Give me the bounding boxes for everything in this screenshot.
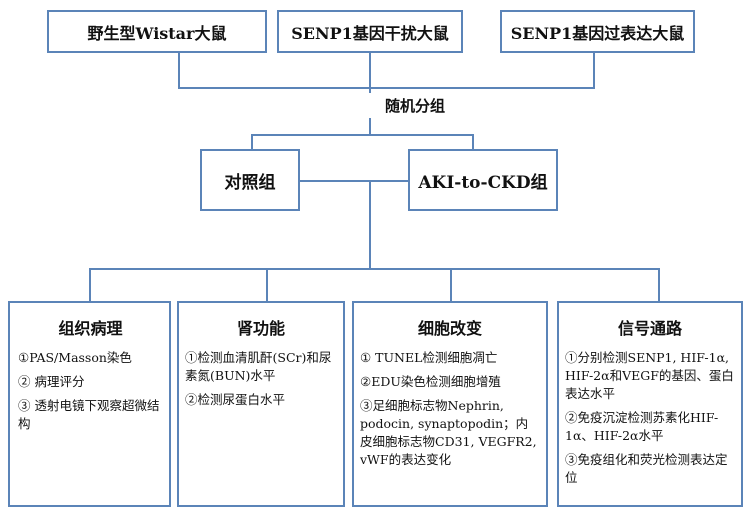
connector-label-down [369,118,371,135]
panel-signal-pathway-title: 信号通路 [617,319,682,338]
arm-aki-ckd: AKI-to-CKD组 [408,149,558,211]
panel-cell-changes: 细胞改变 ① TUNEL检测细胞凋亡 ②EDU染色检测细胞增殖 ③足细胞标志物N… [352,301,548,507]
randomize-label: 随机分组 [385,97,446,115]
connector-control-down [251,134,253,150]
connector-p4-down [658,268,660,302]
group-senp1-knockdown-label: SENP1基因干扰大鼠 [291,23,449,43]
connector-bottom-horizontal [89,268,659,270]
connector-to-label [369,87,371,93]
connector-model-down [472,134,474,150]
group-senp1-overexpression: SENP1基因过表达大鼠 [500,10,695,53]
panel-histology-item-1: ①PAS/Masson染色 [18,350,132,365]
panel-cell-changes-title: 细胞改变 [417,319,482,338]
connector-p1-down [89,268,91,302]
panel-renal-function-item-2: ②检测尿蛋白水平 [185,392,286,407]
panel-signal-pathway: 信号通路 ①分别检测SENP1, HIF-1α, HIF-2α和VEGF的基因、… [557,301,743,507]
panel-renal-function: 肾功能 ①检测血清肌酐(SCr)和尿素氮(BUN)水平 ②检测尿蛋白水平 [177,301,345,507]
panel-histology-title: 组织病理 [58,319,123,338]
panel-renal-function-title: 肾功能 [236,319,285,338]
connector-arm-horizontal [251,134,473,136]
arm-control: 对照组 [200,149,300,211]
panel-signal-pathway-item-1: ①分别检测SENP1, HIF-1α, HIF-2α和VEGF的基因、蛋白表达水… [565,350,734,401]
connector-center-down [369,181,371,269]
panel-histology-item-3: ③ 透射电镜下观察超微结构 [18,398,160,431]
group-senp1-overexpression-label: SENP1基因过表达大鼠 [510,23,685,43]
panel-signal-pathway-item-2: ②免疫沉淀检测苏素化HIF-1α、HIF-2α水平 [565,410,719,443]
connector-g2-down [369,52,371,88]
panel-cell-changes-item-2: ②EDU染色检测细胞增殖 [360,374,501,389]
panel-histology-item-2: ② 病理评分 [18,374,85,389]
panel-cell-changes-item-3: ③足细胞标志物Nephrin, podocin, synaptopodin；内皮… [360,398,537,467]
panel-renal-function-item-1: ①检测血清肌酐(SCr)和尿素氮(BUN)水平 [185,350,332,383]
connector-top-horizontal [178,87,595,89]
arm-control-label: 对照组 [224,172,276,193]
arm-aki-ckd-label: AKI-to-CKD组 [418,172,548,193]
panel-cell-changes-item-1: ① TUNEL检测细胞凋亡 [360,350,498,365]
connector-p3-down [450,268,452,302]
panel-signal-pathway-item-3: ③免疫组化和荧光检测表达定位 [565,452,728,485]
connector-arms-join [298,180,410,182]
connector-p2-down [266,268,268,302]
connector-g1-down [178,52,180,88]
group-senp1-knockdown: SENP1基因干扰大鼠 [277,10,463,53]
connector-g3-down [593,52,595,88]
group-wildtype-label: 野生型Wistar大鼠 [87,23,227,43]
group-wildtype: 野生型Wistar大鼠 [47,10,267,53]
panel-histology: 组织病理 ①PAS/Masson染色 ② 病理评分 ③ 透射电镜下观察超微结构 [8,301,171,507]
